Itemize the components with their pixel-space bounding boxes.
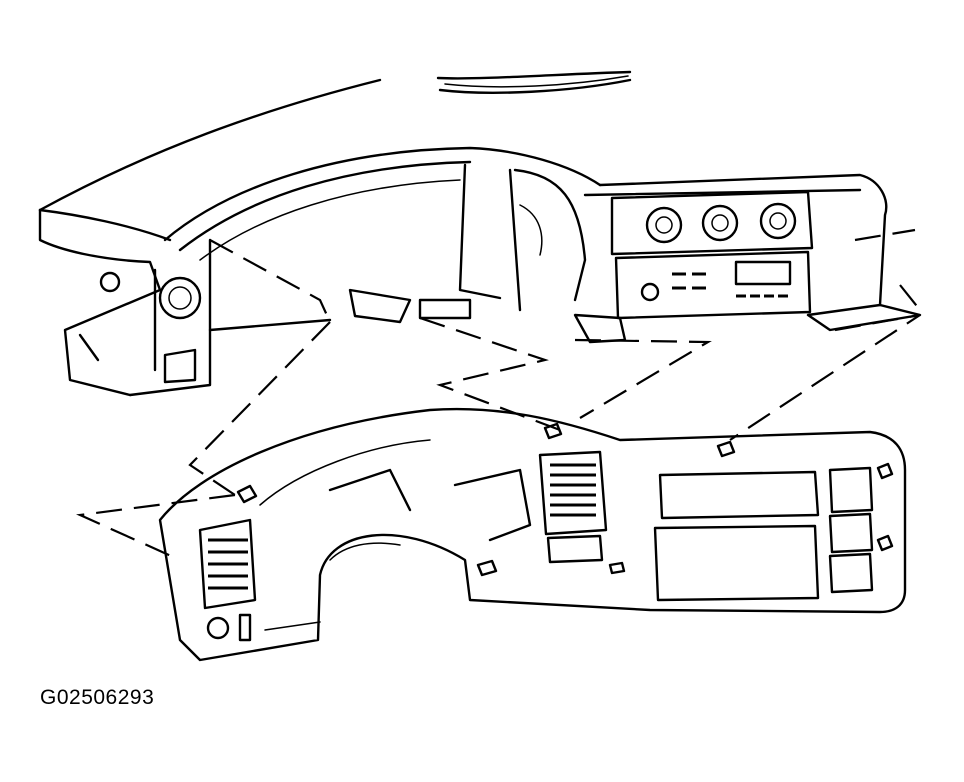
assembly-guide-lines — [76, 228, 921, 562]
figure-id-label: G02506293 — [40, 686, 155, 709]
instrument-panel-trim-bezel — [158, 407, 907, 662]
windshield-edge — [38, 70, 632, 212]
instrument-panel-carrier — [38, 146, 922, 397]
fastener-clips — [236, 422, 894, 577]
radio-head-unit — [614, 250, 812, 320]
hvac-control-head — [610, 190, 814, 256]
